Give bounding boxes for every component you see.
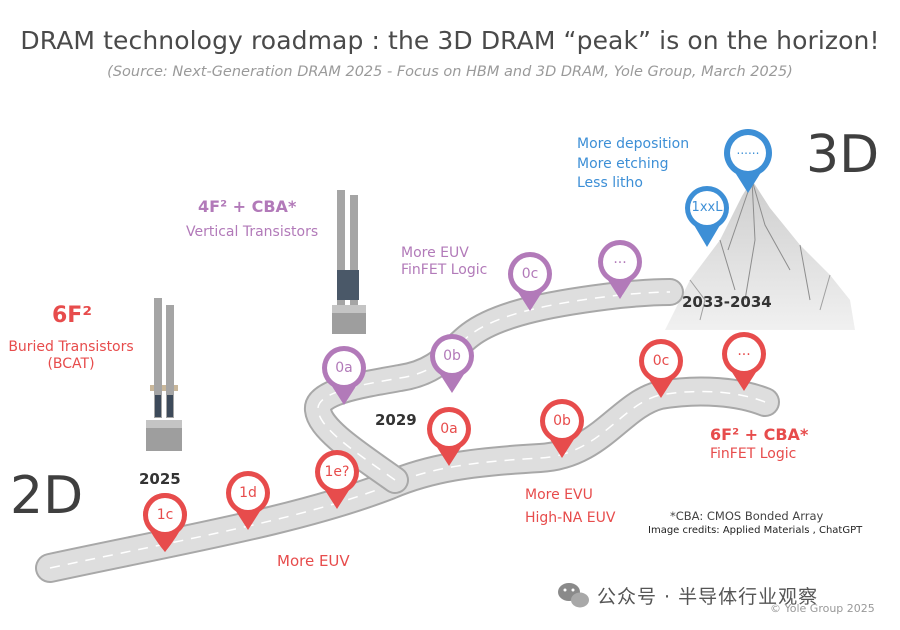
pin-label-purple-0c: 0c <box>521 266 539 282</box>
label-year-2033-2034: 2033-2034 <box>682 293 772 311</box>
pin-label-blue-dots: ...... <box>736 143 760 157</box>
pin-label-red-0c: 0c <box>652 353 670 369</box>
pin-label-1c: 1c <box>156 507 174 523</box>
label-high-na-euv: High-NA EUV <box>525 510 616 526</box>
label-3d: 3D <box>806 125 880 185</box>
red-pin-1d <box>226 471 270 530</box>
pin-label-1d: 1d <box>239 485 257 501</box>
label-more-etching: More etching <box>577 156 669 172</box>
label-vertical-transistors: Vertical Transistors <box>186 224 319 240</box>
purple-pin-dots <box>598 240 642 299</box>
label-finfet-logic-lower: FinFET Logic <box>710 446 797 462</box>
label-finfet-logic-upper: FinFET Logic <box>401 262 488 278</box>
pin-label-1xxl: 1xxL <box>691 200 723 215</box>
vertical-transistor-illustration <box>332 190 366 334</box>
purple-pin-0a <box>322 346 366 405</box>
red-pin-1c <box>143 493 187 552</box>
label-2d: 2D <box>10 466 84 526</box>
label-bcat: (BCAT) <box>47 356 95 372</box>
label-6f2: 6F² <box>52 303 92 328</box>
blue-pin-dots <box>724 129 772 193</box>
pin-label-red-0b: 0b <box>553 413 571 429</box>
pin-label-purple-0a: 0a <box>335 360 353 376</box>
copyright: © Yole Group 2025 <box>770 602 875 615</box>
pin-label-purple-0b: 0b <box>443 348 461 364</box>
purple-pin-0c <box>508 252 552 311</box>
watermark-text: 公众号 · 半导体行业观察 <box>597 586 819 608</box>
source-subtitle: (Source: Next-Generation DRAM 2025 - Foc… <box>107 64 793 80</box>
label-more-euv-upper: More EUV <box>401 245 469 261</box>
label-more-evu: More EVU <box>525 487 593 503</box>
label-year-2029: 2029 <box>375 411 417 429</box>
bcat-transistor-illustration <box>146 298 182 451</box>
label-more-deposition: More deposition <box>577 136 690 152</box>
image-credits: Image credits: Applied Materials , ChatG… <box>648 525 863 536</box>
red-pin-1e <box>315 450 359 509</box>
label-6f2-cba: 6F² + CBA* <box>710 425 809 444</box>
label-less-litho: Less litho <box>577 175 643 191</box>
red-pin-dots <box>722 332 766 391</box>
label-more-euv-bottom: More EUV <box>277 552 350 570</box>
pin-label-red-0a: 0a <box>440 421 458 437</box>
wechat-icon <box>558 583 589 608</box>
label-4f2-cba: 4F² + CBA* <box>198 197 297 216</box>
purple-pin-0b <box>430 334 474 393</box>
red-pin-0c <box>639 339 683 398</box>
cba-footnote: *CBA: CMOS Bonded Array <box>670 509 824 523</box>
pin-label-1e: 1e? <box>324 464 350 480</box>
lower-road <box>35 376 780 583</box>
pin-label-purple-dots: ... <box>613 251 627 267</box>
mountain-illustration <box>665 179 855 330</box>
label-year-2025: 2025 <box>139 470 181 488</box>
blue-pin-1xxl <box>685 186 729 247</box>
label-buried-transistors: Buried Transistors <box>8 339 134 355</box>
pin-label-red-dots: ... <box>737 343 751 359</box>
red-pin-0a <box>427 407 471 466</box>
red-pin-0b <box>540 399 584 458</box>
page-title: DRAM technology roadmap : the 3D DRAM “p… <box>20 26 880 55</box>
